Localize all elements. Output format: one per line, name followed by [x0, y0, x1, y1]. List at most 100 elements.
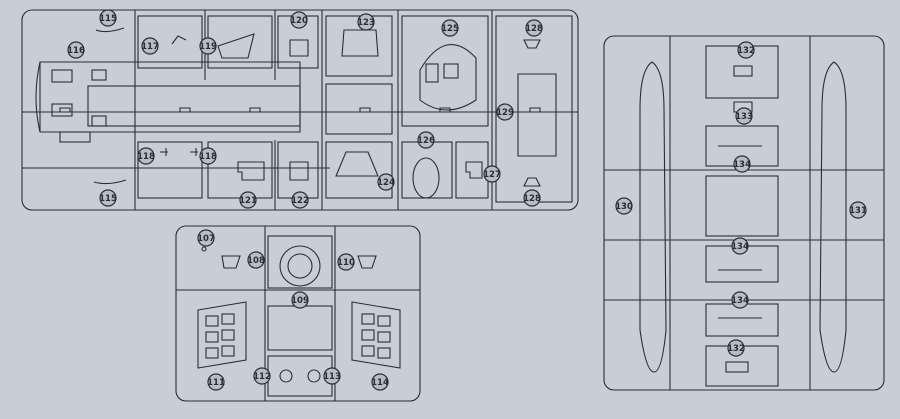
part-number: 115: [99, 14, 117, 24]
part-number: 119: [199, 42, 217, 52]
part-label-circle: [731, 291, 749, 309]
part-number: 126: [417, 136, 435, 146]
part-number: 133: [735, 112, 753, 122]
part-122-shape: [289, 161, 309, 181]
sprue-frame-c: [603, 35, 885, 391]
part-label-circle: [291, 191, 309, 209]
part-label-113: 113: [323, 367, 341, 385]
part-120-shape: [289, 39, 309, 57]
part-label-115: 115: [99, 189, 117, 207]
part-label-118: 118: [137, 147, 155, 165]
part-label-circle: [197, 229, 215, 247]
part-number: 122: [291, 196, 309, 206]
part-label-134: 134: [733, 155, 751, 173]
part-number: 134: [731, 296, 749, 306]
part-label-circle: [239, 191, 257, 209]
part-label-128: 128: [523, 189, 541, 207]
part-number: 132: [727, 344, 745, 354]
part-number: 115: [99, 194, 117, 204]
part-number: 108: [247, 256, 265, 266]
part-label-circle: [735, 107, 753, 125]
part-129-shape: [517, 73, 557, 157]
part-label-circle: [337, 253, 355, 271]
part-number: 129: [496, 108, 514, 118]
part-label-circle: [141, 37, 159, 55]
part-label-129: 129: [496, 103, 514, 121]
part-label-circle: [441, 19, 459, 37]
part-label-circle: [247, 251, 265, 269]
part-label-109: 109: [291, 291, 309, 309]
part-number: 124: [377, 178, 395, 188]
part-label-circle: [731, 237, 749, 255]
part-119-shape: [217, 33, 255, 59]
part-number: 118: [137, 152, 155, 162]
part-label-123: 123: [357, 13, 375, 31]
part-number: 109: [291, 296, 309, 306]
part-115b-shape: [93, 179, 127, 185]
part-label-circle: [291, 291, 309, 309]
part-label-circle: [849, 201, 867, 219]
sprue-frame-b: [175, 225, 421, 402]
part-label-circle: [137, 147, 155, 165]
part-118b-shape: [190, 148, 198, 156]
part-label-127: 127: [483, 165, 501, 183]
part-label-circle: [67, 41, 85, 59]
part-number: 111: [207, 378, 225, 388]
part-label-125: 125: [441, 19, 459, 37]
part-label-122: 122: [291, 191, 309, 209]
part-121-shape: [237, 161, 265, 181]
part-number: 134: [733, 160, 751, 170]
part-118a-shape: [160, 148, 168, 156]
part-115a-shape: [95, 27, 125, 33]
part-number: 116: [67, 46, 85, 56]
part-label-circle: [199, 37, 217, 55]
part-label-134: 134: [731, 291, 749, 309]
part-number: 107: [197, 234, 215, 244]
part-label-119: 119: [199, 37, 217, 55]
part-number: 123: [357, 18, 375, 28]
part-label-132: 132: [727, 339, 745, 357]
part-124-shape: [335, 151, 379, 177]
part-label-133: 133: [735, 107, 753, 125]
part-label-108: 108: [247, 251, 265, 269]
part-label-120: 120: [290, 11, 308, 29]
part-label-circle: [377, 173, 395, 191]
part-number: 128: [525, 24, 543, 34]
part-number: 128: [523, 194, 541, 204]
part-128b-shape: [523, 177, 541, 187]
part-label-circle: [727, 339, 745, 357]
part-label-131: 131: [849, 201, 867, 219]
part-128a-shape: [523, 39, 541, 49]
part-number: 125: [441, 24, 459, 34]
part-label-134: 134: [731, 237, 749, 255]
part-number: 134: [731, 242, 749, 252]
part-label-116: 116: [67, 41, 85, 59]
part-label-circle: [483, 165, 501, 183]
part-label-117: 117: [141, 37, 159, 55]
part-label-121: 121: [239, 191, 257, 209]
part-number: 127: [483, 170, 501, 180]
part-label-circle: [523, 189, 541, 207]
part-number: 117: [141, 42, 159, 52]
part-label-114: 114: [371, 373, 389, 391]
part-label-circle: [357, 13, 375, 31]
part-label-132: 132: [737, 41, 755, 59]
part-label-circle: [733, 155, 751, 173]
part-number: 120: [290, 16, 308, 26]
part-number: 118: [199, 152, 217, 162]
part-label-circle: [496, 103, 514, 121]
part-label-circle: [99, 9, 117, 27]
part-label-124: 124: [377, 173, 395, 191]
part-label-126: 126: [417, 131, 435, 149]
part-label-circle: [323, 367, 341, 385]
part-label-circle: [199, 147, 217, 165]
part-number: 114: [371, 378, 389, 388]
part-label-circle: [615, 197, 633, 215]
part-number: 131: [849, 206, 867, 216]
part-number: 112: [253, 372, 271, 382]
part-label-circle: [525, 19, 543, 37]
part-label-115: 115: [99, 9, 117, 27]
part-label-circle: [99, 189, 117, 207]
part-number: 110: [337, 258, 355, 268]
